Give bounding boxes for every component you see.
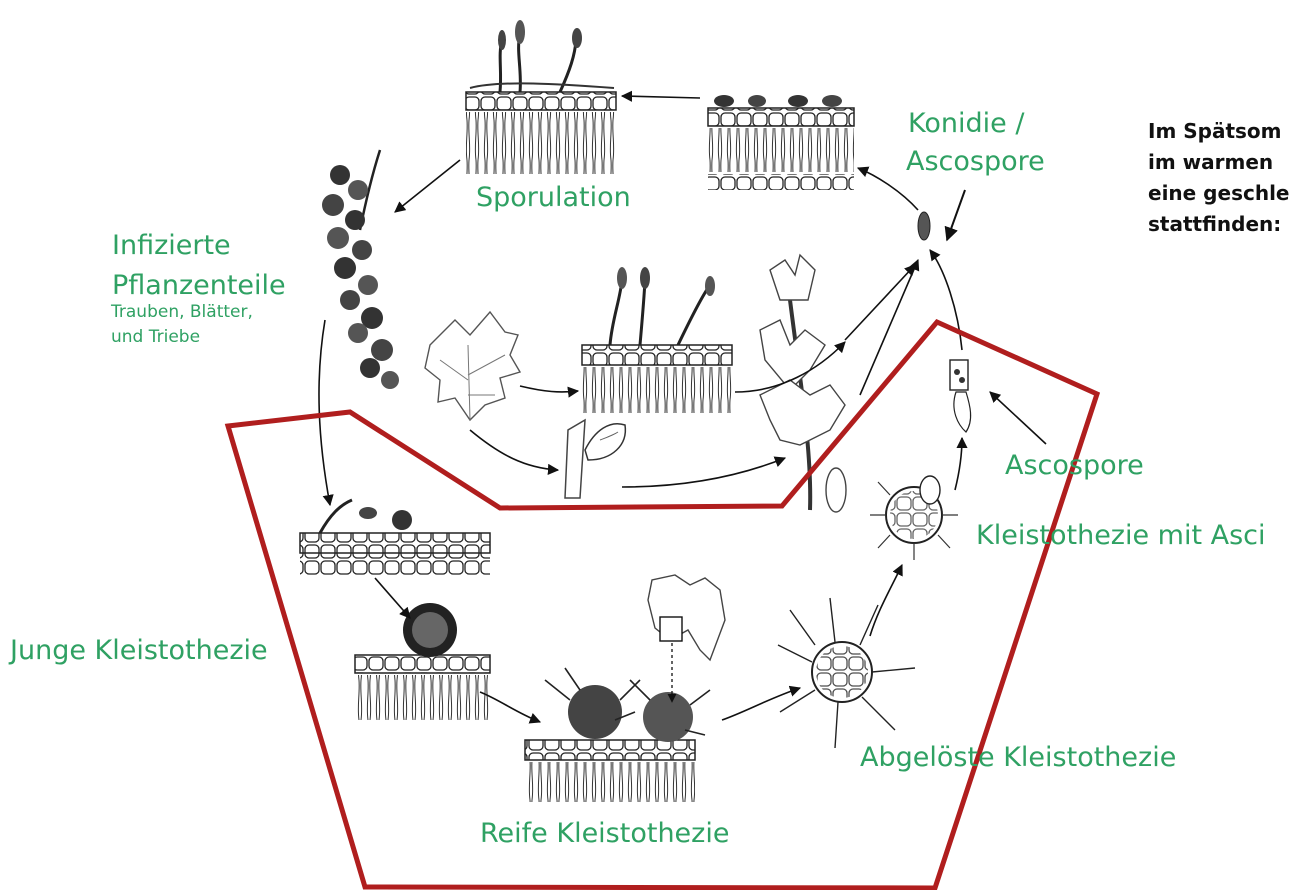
side-text-line2: im warmen xyxy=(1148,147,1289,178)
junge-label: Junge Kleistothezie xyxy=(10,635,268,667)
infizierte-sub-line2: und Triebe xyxy=(111,325,200,350)
bud-icon xyxy=(565,420,625,498)
abgeloeste-label: Abgelöste Kleistothezie xyxy=(860,742,1176,774)
sporulation-icon xyxy=(466,20,616,174)
mature-icon xyxy=(525,668,710,802)
cleisto-asci-icon xyxy=(870,476,958,560)
side-text-line4: stattfinden: xyxy=(1148,209,1289,240)
side-text-line1: Im Spätsom xyxy=(1148,116,1289,147)
leaf-icon xyxy=(425,312,520,420)
infizierte-sub-line1: Trauben, Blätter, xyxy=(111,300,253,325)
sporulation-label: Sporulation xyxy=(476,182,631,214)
conidia-icon xyxy=(708,95,854,190)
konidie-label-line1: Konidie / xyxy=(908,108,1024,140)
reife-label: Reife Kleistothezie xyxy=(480,818,729,850)
infizierte-label-line1: Infizierte xyxy=(112,230,231,262)
leaf-detail-icon xyxy=(648,575,725,702)
ascus-icon xyxy=(950,360,971,432)
side-text-line3: eine geschle xyxy=(1148,178,1289,209)
shoot-icon xyxy=(760,255,846,512)
spore-icon xyxy=(918,212,930,240)
detached-icon xyxy=(778,598,915,748)
ascospore-label: Ascospore xyxy=(1005,450,1144,482)
young-stage-icon xyxy=(300,500,490,575)
infizierte-label-line2: Pflanzenteile xyxy=(112,270,286,302)
side-text: Im Spätsom im warmen eine geschle stattf… xyxy=(1148,116,1289,240)
germinating-icon xyxy=(582,267,732,413)
kleisto-asci-label: Kleistothezie mit Asci xyxy=(976,520,1266,552)
konidie-label-line2: Ascospore xyxy=(906,146,1045,178)
young-cleisto-icon xyxy=(355,603,490,720)
infected-grapes-icon xyxy=(322,150,399,389)
